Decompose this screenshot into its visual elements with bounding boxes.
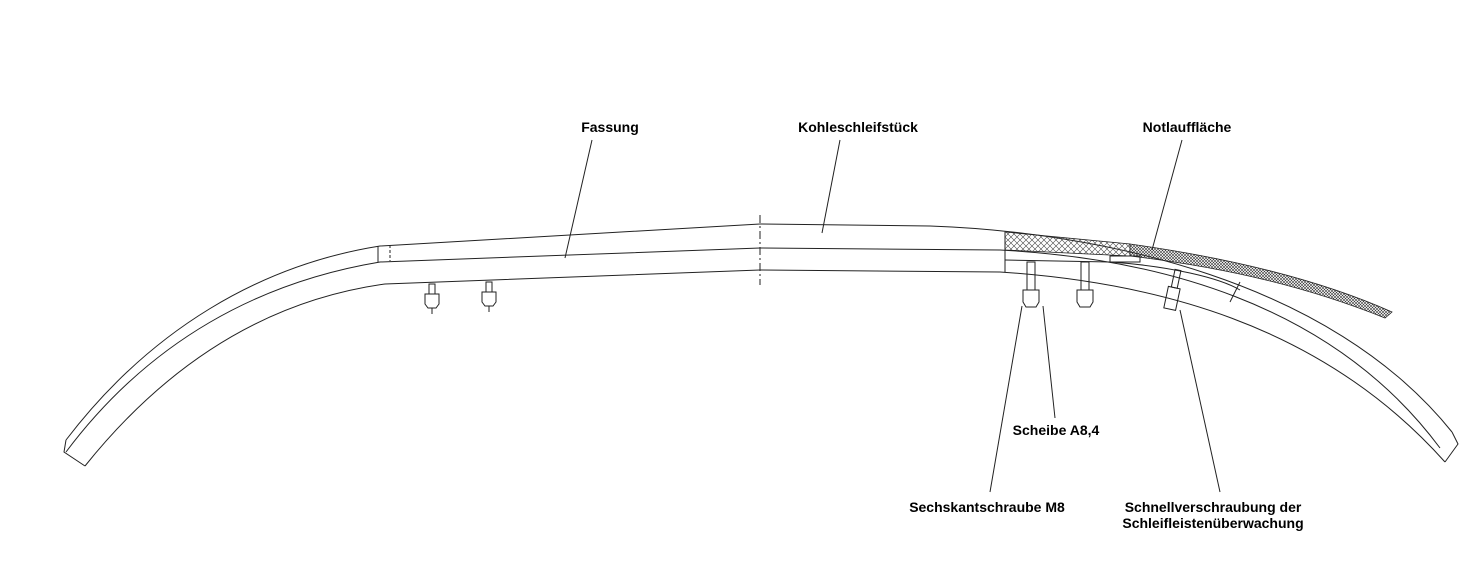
label-schnellverschraubung-line1: Schnellverschraubung der <box>1124 499 1302 515</box>
hex-bolt-m8-icon <box>1022 261 1040 308</box>
bolt-icon <box>481 281 497 312</box>
bolt-icon <box>1076 261 1094 308</box>
leader-lines <box>564 139 1221 493</box>
label-kohleschleifstueck: Kohleschleifstück <box>798 119 918 135</box>
holder-inner <box>1004 232 1241 303</box>
quick-coupling-icon <box>1163 268 1182 311</box>
label-fassung: Fassung <box>581 119 639 135</box>
label-scheibe: Scheibe A8,4 <box>1012 422 1100 438</box>
carbon-strip-hatch <box>1004 231 1131 257</box>
strip-body <box>63 215 1459 467</box>
bolt-icon <box>424 283 440 314</box>
label-schnellverschraubung-line2: Schleifleistenüberwachung <box>1122 515 1304 531</box>
emergency-running-surface-hatch <box>1129 243 1393 319</box>
label-notlaufflaeche: Notlauffläche <box>1142 119 1232 135</box>
label-sechskantschraube: Sechskantschraube M8 <box>909 499 1065 515</box>
bolts <box>424 261 1182 314</box>
label-schnellverschraubung: Schnellverschraubung der Schleifleistenü… <box>1122 499 1303 531</box>
